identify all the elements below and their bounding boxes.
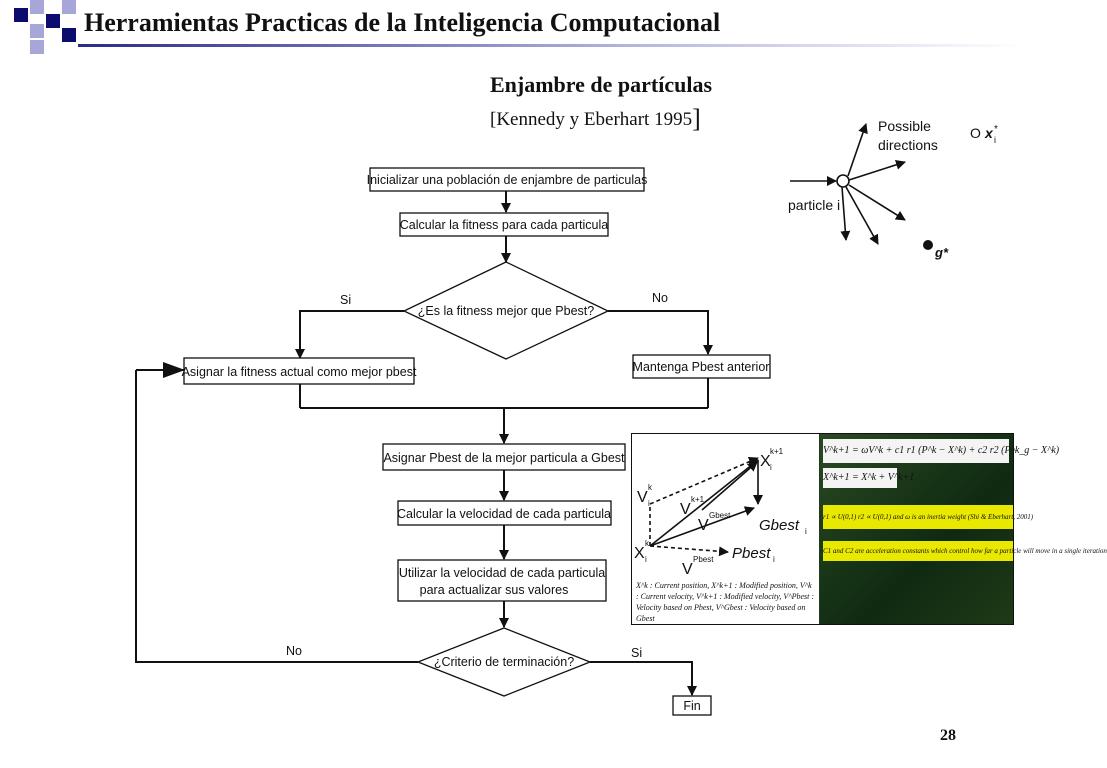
title-decoration-square bbox=[30, 24, 44, 38]
velocity-caption: X^k : Current position, X^k+1 : Modified… bbox=[636, 581, 815, 623]
slide-subtitle: Enjambre de partículas bbox=[490, 72, 713, 97]
velocity-vector bbox=[649, 459, 759, 547]
velocity-box-label: Calcular la velocidad de cada particula bbox=[397, 507, 611, 521]
pso-flowchart: Inicializar una población de enjambre de… bbox=[135, 118, 998, 716]
termination-decision-label: ¿Criterio de terminación? bbox=[434, 655, 574, 669]
x-star-label: x bbox=[984, 125, 994, 141]
particle-direction-arrow bbox=[840, 186, 851, 241]
random-weights-note: r1 ∝ U(0,1) r2 ∝ U(0,1) and ω is an iner… bbox=[823, 505, 1033, 529]
reference-text: [Kennedy y Eberhart 1995 bbox=[490, 109, 693, 130]
gbest-sub: i bbox=[805, 527, 807, 536]
v-current-label: V bbox=[637, 489, 648, 506]
fitness-box-label: Calcular la fitness para cada particula bbox=[400, 218, 608, 232]
fitness-box bbox=[399, 212, 609, 237]
title-decoration-square bbox=[62, 28, 76, 42]
position-equation: X^k+1 = X^k + V^k+1 bbox=[823, 468, 914, 488]
x-star-sub: i bbox=[994, 135, 996, 145]
keep-pbest-box bbox=[632, 354, 771, 379]
x-next-sub: i bbox=[770, 463, 772, 472]
acceleration-note: C1 and C2 are acceleration constants whi… bbox=[823, 541, 1107, 561]
particle-direction-arrow bbox=[848, 184, 906, 221]
possible-directions-label: directions bbox=[878, 137, 938, 153]
flow-arrow-yes bbox=[295, 310, 404, 359]
pbest-decision-diamond bbox=[402, 261, 610, 360]
flow-arrow-yes bbox=[590, 661, 697, 696]
x-current-sup: k bbox=[645, 539, 650, 548]
v-gbest-label: V bbox=[698, 517, 709, 534]
gbest-dot bbox=[923, 240, 933, 250]
x-current-label: X bbox=[634, 545, 645, 562]
flow-arrow-no bbox=[608, 310, 713, 355]
no-label: No bbox=[286, 644, 302, 658]
title-bar: Herramientas Practicas de la Inteligenci… bbox=[0, 0, 1024, 54]
assign-pbest-label: Asignar la fitness actual como mejor pbe… bbox=[182, 365, 417, 379]
init-box bbox=[369, 167, 645, 192]
title-decoration-square bbox=[30, 0, 44, 14]
v-gbest-sup: Gbest bbox=[709, 511, 731, 520]
velocity-box bbox=[397, 500, 612, 526]
particle-direction-arrow bbox=[848, 159, 906, 181]
end-box bbox=[672, 695, 712, 716]
x-star-sup: * bbox=[994, 124, 998, 135]
slide-title: Herramientas Practicas de la Inteligenci… bbox=[84, 8, 721, 37]
title-decoration-square bbox=[14, 8, 28, 22]
velocity-vector bbox=[649, 545, 729, 557]
particle-direction-arrow bbox=[845, 186, 879, 245]
assign-pbest-box bbox=[183, 357, 415, 385]
reference-bracket: ] bbox=[692, 104, 701, 133]
update-box bbox=[397, 559, 607, 602]
yes-label: Si bbox=[340, 293, 351, 307]
particle-circle bbox=[836, 174, 850, 188]
equations-area: V^k+1 = ωV^k + c1 r1 (P^k − X^k) + c2 r2… bbox=[820, 434, 1107, 624]
particle-direction-arrow bbox=[847, 123, 868, 177]
velocity-vector-svg: X k+1 i V k i V k+1 V Gbest Gbest i X k … bbox=[634, 447, 807, 578]
assign-gbest-box bbox=[382, 443, 626, 471]
gbest-label: Gbest bbox=[759, 517, 800, 534]
particle-i-label: particle i bbox=[788, 197, 840, 213]
yes-label: Si bbox=[631, 646, 642, 660]
circle-glyph: O bbox=[970, 125, 981, 141]
v-next-sup: k+1 bbox=[691, 495, 705, 504]
velocity-vector bbox=[649, 506, 755, 547]
v-current-sub: i bbox=[648, 499, 650, 508]
title-decoration-square bbox=[62, 0, 76, 14]
velocity-vector bbox=[701, 461, 758, 511]
page-number: 28 bbox=[940, 727, 956, 744]
x-next-sup: k+1 bbox=[770, 447, 784, 456]
x-current-sub: i bbox=[645, 555, 647, 564]
termination-decision-diamond bbox=[416, 627, 592, 697]
title-decoration-square bbox=[46, 14, 60, 28]
velocity-equation: V^k+1 = ωV^k + c1 r1 (P^k − X^k) + c2 r2… bbox=[823, 439, 1059, 463]
pbest-decision-label: ¿Es la fitness mejor que Pbest? bbox=[418, 304, 595, 318]
pbest-label: Pbest bbox=[732, 545, 771, 562]
v-pbest-sup: Pbest bbox=[693, 555, 714, 564]
g-star-label: g* bbox=[934, 245, 949, 260]
pbest-sub: i bbox=[773, 555, 775, 564]
x-next-label: X bbox=[760, 453, 771, 470]
v-current-sup: k bbox=[648, 483, 653, 492]
possible-directions-label: Possible bbox=[878, 118, 931, 134]
reference-citation: [Kennedy y Eberhart 1995] bbox=[490, 104, 701, 134]
v-pbest-label: V bbox=[682, 561, 693, 578]
update-box-label-2: para actualizar sus valores bbox=[420, 583, 569, 597]
velocity-update-panel: X k+1 i V k i V k+1 V Gbest Gbest i X k … bbox=[631, 433, 1107, 625]
v-next-label: V bbox=[680, 501, 691, 518]
init-box-label: Inicializar una población de enjambre de… bbox=[367, 173, 648, 187]
dashed-vector bbox=[649, 456, 759, 505]
velocity-vector-diagram: X k+1 i V k i V k+1 V Gbest Gbest i X k … bbox=[632, 434, 819, 624]
no-label: No bbox=[652, 291, 668, 305]
keep-pbest-label: Mantenga Pbest anterior bbox=[633, 360, 770, 374]
title-decoration-square bbox=[30, 40, 44, 54]
title-underline bbox=[78, 44, 1024, 47]
particle-directions-diagram bbox=[790, 123, 906, 245]
assign-gbest-label: Asignar Pbest de la mejor particula a Gb… bbox=[383, 451, 625, 465]
end-box-label: Fin bbox=[683, 699, 700, 713]
flow-loop-back bbox=[135, 370, 418, 663]
update-box-label-1: Utilizar la velocidad de cada particula bbox=[399, 566, 605, 580]
